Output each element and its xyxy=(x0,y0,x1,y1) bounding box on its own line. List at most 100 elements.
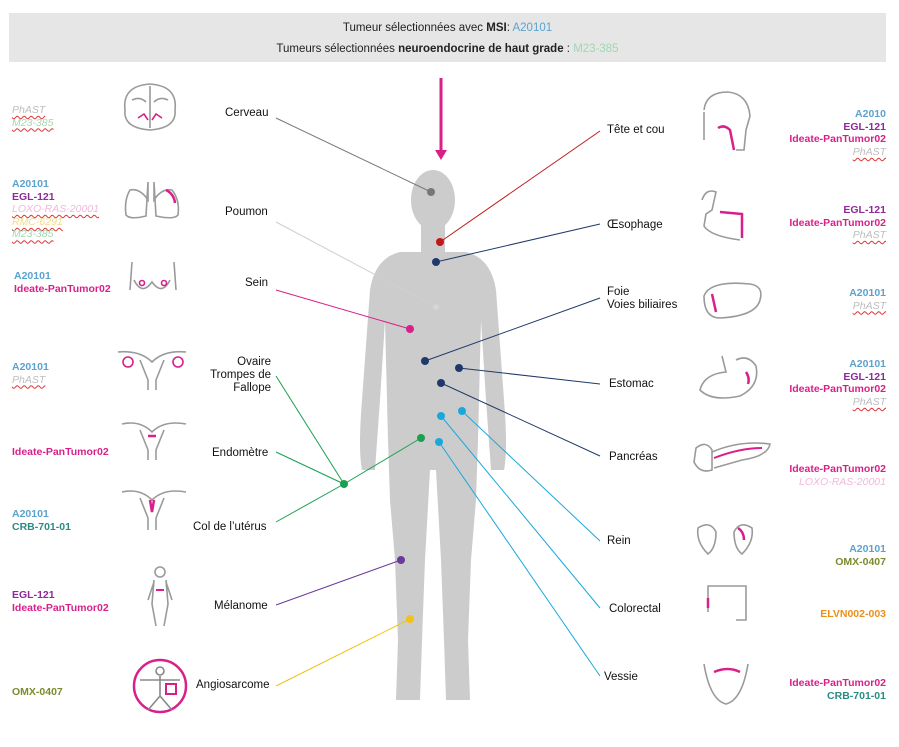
trial-name: Ideate-PanTumor02 xyxy=(789,463,886,475)
bladder-icon xyxy=(703,663,749,705)
esophagus-icon xyxy=(701,190,744,241)
trials-angiosarcome: OMX-0407 xyxy=(12,686,63,699)
trial-name: ELVN002-003 xyxy=(820,608,886,620)
organ-label-foie: Foie Voies biliaires xyxy=(607,286,678,311)
dot-sein xyxy=(406,325,414,333)
trial-name: EGL-121 xyxy=(843,120,886,133)
trial-name: Ideate-PanTumor02 xyxy=(12,601,109,614)
cervix-icon xyxy=(121,490,187,530)
dot-angiosarcome xyxy=(406,615,414,623)
trial-name: RMC-6291 xyxy=(12,215,63,228)
dot-gyneco xyxy=(417,434,425,442)
trials-endometre: Ideate-PanTumor02 xyxy=(12,446,109,459)
connectors xyxy=(275,117,601,687)
trial-name: A20101 xyxy=(12,178,49,190)
dot-cerveau xyxy=(427,188,435,196)
vitruvian-icon xyxy=(132,658,188,714)
trial-name: A20101 xyxy=(849,287,886,299)
skin-icon xyxy=(147,566,173,627)
trial-name: A20101 xyxy=(849,543,886,555)
trial-name: LOXO-RAS-20001 xyxy=(12,203,99,216)
uterus-icon xyxy=(121,422,187,460)
trial-name: EGL-121 xyxy=(843,204,886,216)
trial-name: M23-385 xyxy=(12,116,54,129)
organ-label-angiosarcome: Angiosarcome xyxy=(196,679,270,691)
down-arrow-icon xyxy=(435,78,447,160)
organ-label-col: Col de l’utérus xyxy=(193,521,267,533)
trial-name: PhAST xyxy=(12,373,46,386)
dot-estomac xyxy=(455,364,463,372)
organ-label-pancreas: Pancréas xyxy=(609,451,658,463)
trial-name: Ideate-PanTumor02 xyxy=(789,216,886,229)
trial-name: EGL-121 xyxy=(12,190,55,203)
dot-foie xyxy=(421,357,429,365)
trial-name: CRB-701-01 xyxy=(12,520,71,533)
trial-name: A20101 xyxy=(849,358,886,370)
trial-name: EGL-121 xyxy=(843,370,886,383)
trial-name: EGL-121 xyxy=(12,589,55,601)
colon-icon xyxy=(706,585,747,621)
trial-name: A20101 xyxy=(12,361,49,373)
dot-oesophage xyxy=(432,258,440,266)
info-banner: Tumeur sélectionnées avec MSI: A20101 Tu… xyxy=(9,13,886,62)
dot-gyneco-junction xyxy=(340,480,348,488)
trial-name: PhAST xyxy=(852,395,886,408)
trial-name: Ideate-PanTumor02 xyxy=(12,446,109,458)
trial-name: Ideate-PanTumor02 xyxy=(14,282,111,295)
trial-name: PhAST xyxy=(12,104,46,116)
trial-name: PhAST xyxy=(852,299,886,312)
trial-name: OMX-0407 xyxy=(835,555,886,568)
organ-label-sein: Sein xyxy=(245,277,269,289)
trial-name: Ideate-PanTumor02 xyxy=(789,383,886,396)
trial-name: A2010 xyxy=(855,108,886,120)
trial-name: PhAST xyxy=(852,145,886,158)
organ-label-poumon: Poumon xyxy=(225,206,268,218)
trial-name: A20101 xyxy=(14,270,51,282)
organ-label-melanome: Mélanome xyxy=(214,600,268,612)
breast-icon xyxy=(129,261,177,291)
dot-colorectal xyxy=(437,412,445,420)
trial-name: LOXO-RAS-20001 xyxy=(799,475,886,488)
kidney-icon xyxy=(696,524,754,556)
lungs-icon xyxy=(124,181,180,219)
organ-label-ovaire: Ovaire Trompes de Fallope xyxy=(210,356,271,394)
trial-name: Ideate-PanTumor02 xyxy=(789,677,886,689)
dot-tete-cou xyxy=(436,238,444,246)
dot-poumon xyxy=(433,304,439,310)
organ-label-colorectal: Colorectal xyxy=(609,603,661,615)
organ-label-oesophage: Œsophage xyxy=(607,219,663,231)
ovary-icon xyxy=(117,350,187,390)
trial-name: Ideate-PanTumor02 xyxy=(789,133,886,146)
dot-vessie xyxy=(435,438,443,446)
dot-melanome xyxy=(397,556,405,564)
dot-pancreas xyxy=(437,379,445,387)
msi-line: Tumeur sélectionnées avec MSI: A20101 xyxy=(342,22,553,34)
neuroendocrine-line: Tumeurs sélectionnées neuroendocrine de … xyxy=(276,43,619,55)
trial-name: PhAST xyxy=(852,229,886,242)
body-silhouette xyxy=(360,170,506,700)
organ-label-cerveau: Cerveau xyxy=(225,107,269,119)
organ-label-endometre: Endomètre xyxy=(212,447,269,459)
trial-name: M23-385 xyxy=(12,228,54,241)
organ-label-rein: Rein xyxy=(607,535,631,547)
dot-rein xyxy=(458,407,466,415)
organ-label-vessie: Vessie xyxy=(604,671,638,683)
organ-label-estomac: Estomac xyxy=(609,378,654,390)
brain-icon xyxy=(123,83,177,131)
organ-label-tete-cou: Tête et cou xyxy=(607,124,665,136)
trial-name: A20101 xyxy=(12,508,49,520)
